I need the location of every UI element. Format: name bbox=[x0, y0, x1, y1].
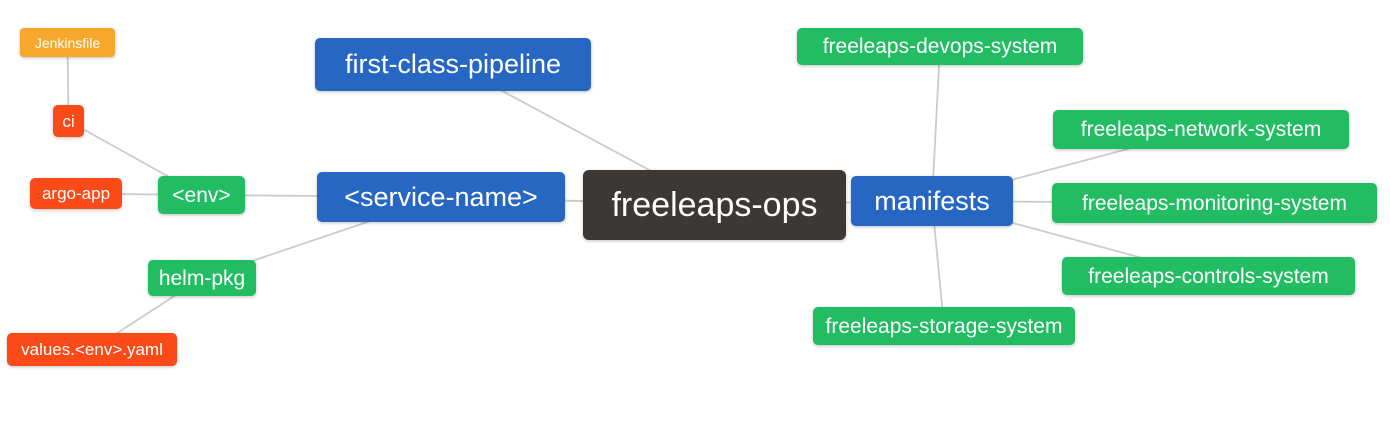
mindmap-node-argo-app[interactable]: argo-app bbox=[30, 178, 122, 209]
mindmap-node-ci[interactable]: ci bbox=[53, 105, 84, 137]
mindmap-node-first-class-pipeline[interactable]: first-class-pipeline bbox=[315, 38, 591, 91]
mindmap-node-helm-pkg[interactable]: helm-pkg bbox=[148, 260, 256, 296]
mindmap-node-freeleaps-storage-system[interactable]: freeleaps-storage-system bbox=[813, 307, 1075, 345]
mindmap-node-env[interactable]: <env> bbox=[158, 176, 245, 214]
mindmap-node-freeleaps-devops-system[interactable]: freeleaps-devops-system bbox=[797, 28, 1083, 65]
mindmap-node-service-name[interactable]: <service-name> bbox=[317, 172, 565, 222]
mindmap-node-freeleaps-monitoring-system[interactable]: freeleaps-monitoring-system bbox=[1052, 183, 1377, 223]
mindmap-node-values-env-yaml[interactable]: values.<env>.yaml bbox=[7, 333, 177, 366]
mindmap-node-jenkinsfile[interactable]: Jenkinsfile bbox=[20, 28, 115, 57]
mindmap-node-manifests[interactable]: manifests bbox=[851, 176, 1013, 226]
mindmap-node-freeleaps-network-system[interactable]: freeleaps-network-system bbox=[1053, 110, 1349, 149]
mindmap-node-freeleaps-ops[interactable]: freeleaps-ops bbox=[583, 170, 846, 240]
mindmap-node-freeleaps-controls-system[interactable]: freeleaps-controls-system bbox=[1062, 257, 1355, 295]
edge-manifests-freeleaps-devops-system bbox=[931, 46, 941, 202]
